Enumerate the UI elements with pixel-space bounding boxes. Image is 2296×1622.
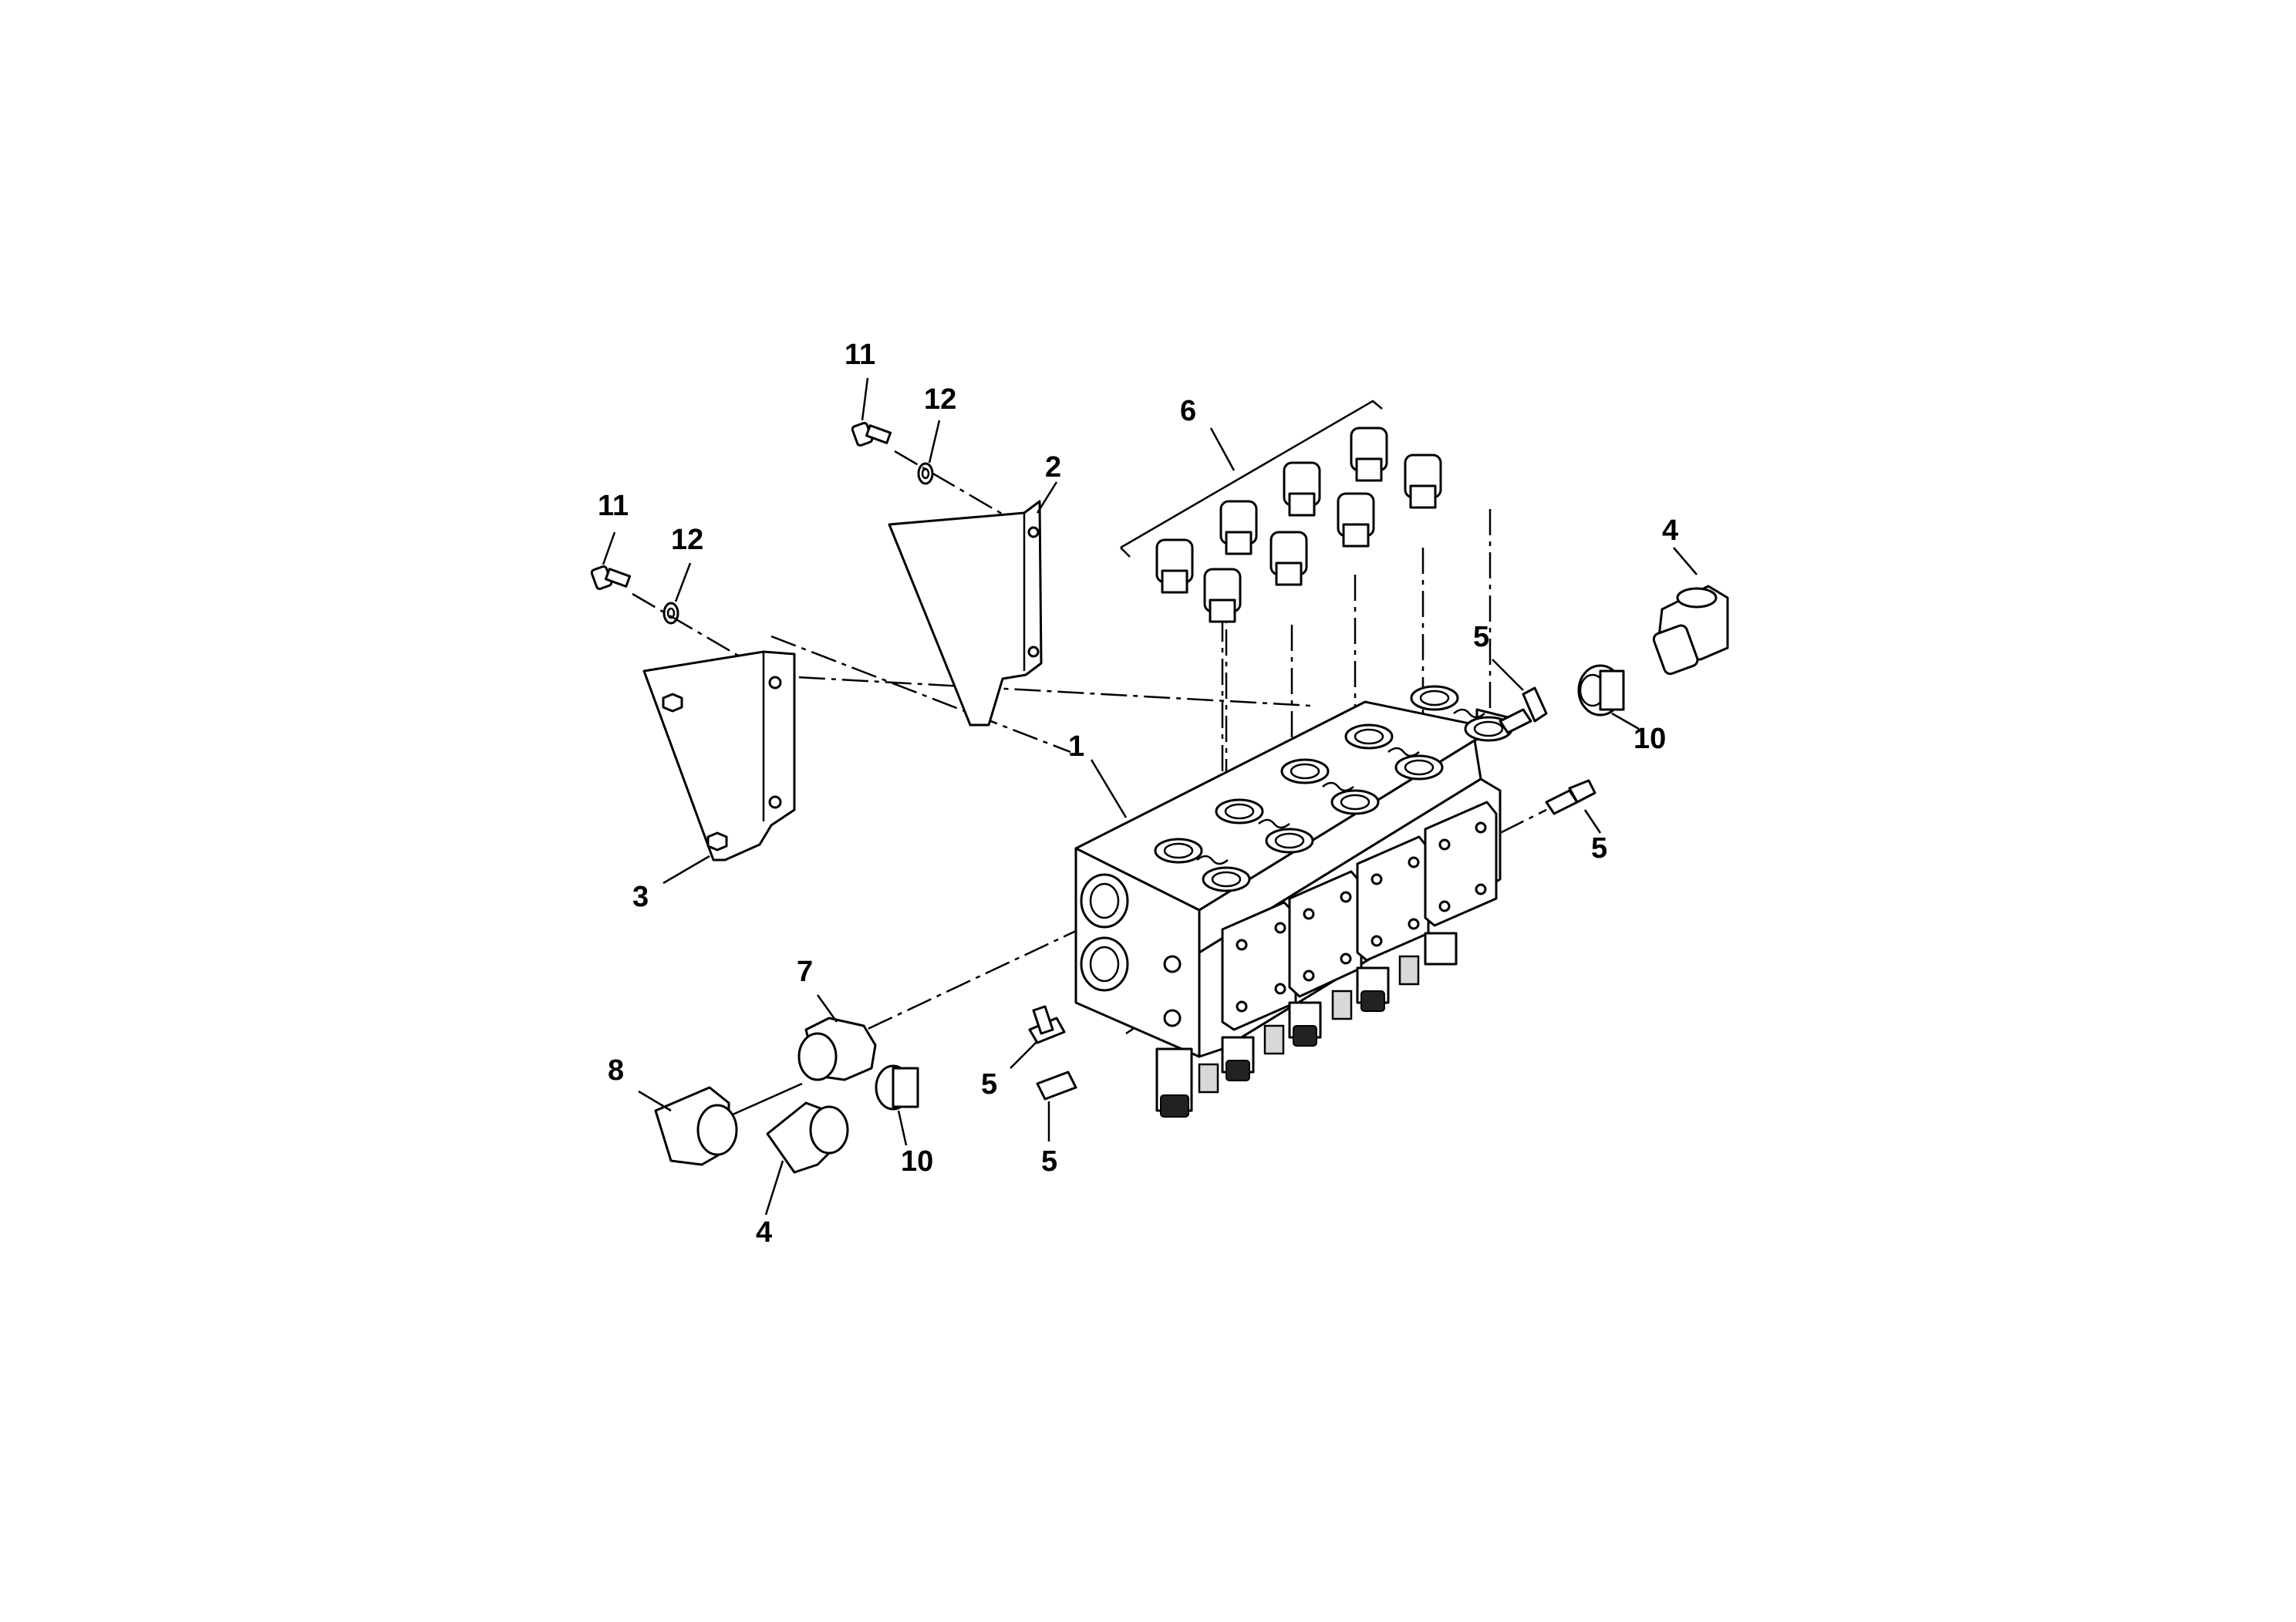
label-part-5-bottom: 5 xyxy=(1041,1145,1057,1178)
fitting-6b xyxy=(1219,500,1258,555)
bracket-2 xyxy=(888,481,1058,727)
callout-labels: 1 2 3 4 4 5 5 5 5 6 7 8 10 10 11 11 12 1… xyxy=(598,339,1678,1249)
label-part-10-left: 10 xyxy=(901,1145,933,1178)
bolt-11-upper xyxy=(851,377,892,447)
label-part-7: 7 xyxy=(797,956,813,988)
label-part-6: 6 xyxy=(1180,395,1196,427)
fitting-6e xyxy=(1269,531,1308,586)
elbow-5-mid xyxy=(1010,1005,1066,1069)
label-part-12-top: 12 xyxy=(924,383,956,416)
adapter-7 xyxy=(797,994,877,1081)
elbow-8 xyxy=(638,1082,803,1166)
label-part-4-right: 4 xyxy=(1662,514,1678,547)
label-part-5-mid: 5 xyxy=(981,1068,997,1101)
label-part-5-right: 5 xyxy=(1591,832,1607,865)
label-part-8: 8 xyxy=(608,1054,624,1087)
elbow-4-left xyxy=(764,1101,849,1216)
fitting-6a xyxy=(1155,538,1194,594)
adapter-set-6 xyxy=(1120,400,1442,623)
label-part-10-right: 10 xyxy=(1633,723,1666,755)
bolt-11-left xyxy=(590,531,632,591)
elbow-4-right xyxy=(1652,547,1729,676)
label-part-3: 3 xyxy=(632,881,649,913)
fitting-6g xyxy=(1337,492,1375,548)
elbow-5-right xyxy=(1499,779,1602,835)
fitting-6f xyxy=(1350,427,1388,482)
label-part-4-left: 4 xyxy=(756,1216,772,1249)
bracket-3 xyxy=(642,650,796,885)
adapter-10-left xyxy=(875,1064,919,1146)
label-part-1: 1 xyxy=(1068,730,1084,763)
label-part-11-top: 11 xyxy=(845,339,875,371)
fitting-6d xyxy=(1283,461,1321,517)
label-part-11-left: 11 xyxy=(598,490,629,522)
valve-block-1 xyxy=(1074,685,1525,1118)
fitting-6h xyxy=(1404,454,1442,509)
label-part-12-left: 12 xyxy=(671,524,703,556)
adapter-10-right xyxy=(1577,664,1640,730)
fitting-6c xyxy=(1203,568,1242,623)
label-part-2: 2 xyxy=(1045,451,1061,484)
label-part-5-top: 5 xyxy=(1473,621,1489,653)
plug-5-bottom xyxy=(1036,1071,1077,1141)
elbow-5-top xyxy=(1492,659,1548,734)
